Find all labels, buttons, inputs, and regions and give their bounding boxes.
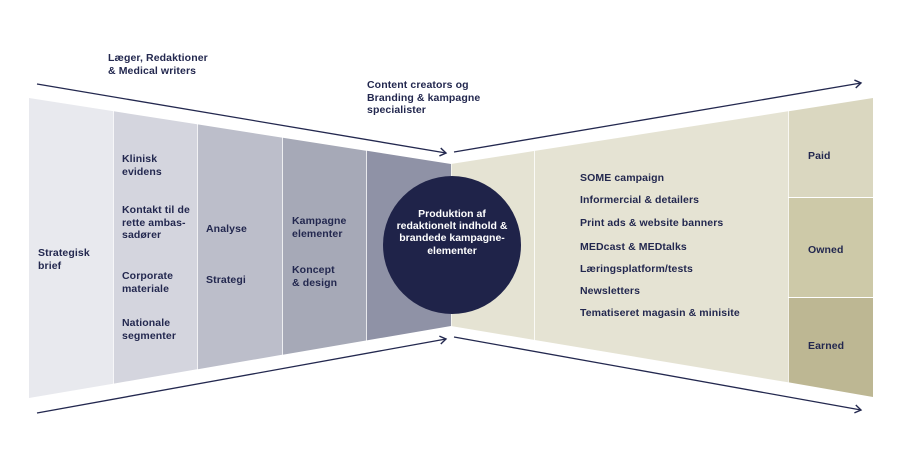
panel-research — [113, 111, 197, 384]
arrow-bottom-right — [453, 336, 863, 414]
channel-item: MEDcast & MEDtalks — [580, 241, 687, 253]
panel-channels — [534, 111, 788, 383]
channel-item: Læringsplatform/tests — [580, 263, 693, 275]
panel-strategisk-brief — [29, 98, 113, 398]
kontakt-ambassadorer-label: Kontakt til de rette ambas- sadører — [122, 204, 190, 241]
panel-kampagne-koncept — [282, 137, 366, 355]
right-group-label: Content creators og Branding & kampagne … — [367, 79, 481, 116]
media-type-paid: Paid — [808, 150, 831, 162]
channel-item: Informercial & detailers — [580, 194, 700, 206]
left-group-label: Læger, Redaktioner & Medical writers — [108, 52, 208, 77]
channel-item: SOME campaign — [580, 172, 665, 184]
arrow-bottom-left — [36, 335, 448, 414]
media-type-earned: Earned — [808, 340, 845, 352]
channel-item: Print ads & website banners — [580, 217, 724, 229]
strategi-label: Strategi — [206, 274, 246, 286]
nationale-segmenter-label: Nationale segmenter — [122, 317, 177, 342]
klinisk-evidens-label: Klinisk evidens — [122, 153, 162, 178]
panel-analyse-strategi — [197, 124, 282, 370]
channel-item: Tematiseret magasin & minisite — [580, 307, 740, 319]
koncept-design-label: Koncept & design — [292, 264, 338, 289]
production-circle-text: Produktion af redaktionelt indhold & bra… — [396, 208, 508, 257]
arrow-top-left — [36, 83, 448, 157]
strategisk-brief-label: Strategisk brief — [38, 247, 90, 272]
analyse-label: Analyse — [206, 223, 247, 235]
arrow-top-right — [453, 79, 863, 153]
panel-paid — [788, 98, 873, 197]
panel-owned — [788, 198, 873, 297]
panel-earned — [788, 298, 873, 397]
media-type-owned: Owned — [808, 244, 844, 256]
production-circle — [383, 176, 521, 314]
kampagne-elementer-label: Kampagne elementer — [292, 215, 347, 240]
corporate-materiale-label: Corporate materiale — [122, 270, 174, 295]
channel-item: Newsletters — [580, 285, 641, 297]
